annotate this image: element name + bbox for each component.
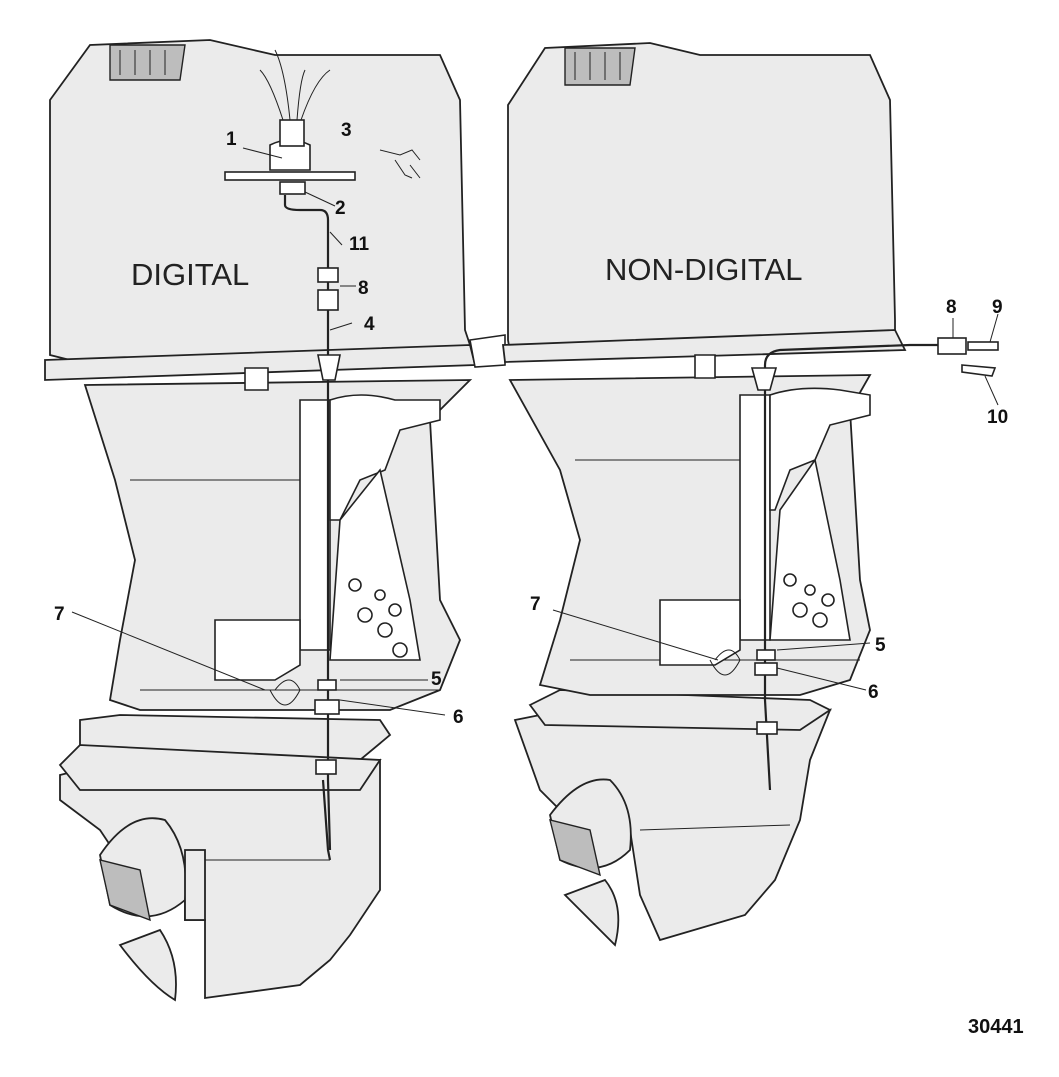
callout-9-non-digital: 9 (992, 297, 1003, 318)
callout-6-non-digital: 6 (868, 682, 879, 703)
callout-7-digital: 7 (54, 604, 65, 625)
digital-engine (44, 39, 506, 1002)
callout-5-non-digital: 5 (875, 635, 886, 656)
callout-6-digital: 6 (453, 707, 464, 728)
callout-7-non-digital: 7 (530, 594, 541, 615)
callout-4-digital: 4 (364, 314, 375, 335)
callout-10-non-digital: 10 (987, 407, 1008, 428)
callout-8-non-digital: 8 (946, 297, 957, 318)
digital-cowl-label: DIGITAL (131, 257, 249, 292)
callout-8-digital: 8 (358, 278, 369, 299)
callout-11-digital: 11 (349, 234, 370, 255)
callout-3-digital: 3 (341, 120, 352, 141)
callout-5-digital: 5 (431, 669, 442, 690)
callout-2-digital: 2 (335, 198, 346, 219)
callout-1-digital: 1 (226, 129, 237, 150)
figure-number: 30441 (968, 1016, 1024, 1038)
non-digital-cowl-label: NON-DIGITAL (605, 252, 803, 287)
non-digital-engine (501, 42, 999, 947)
